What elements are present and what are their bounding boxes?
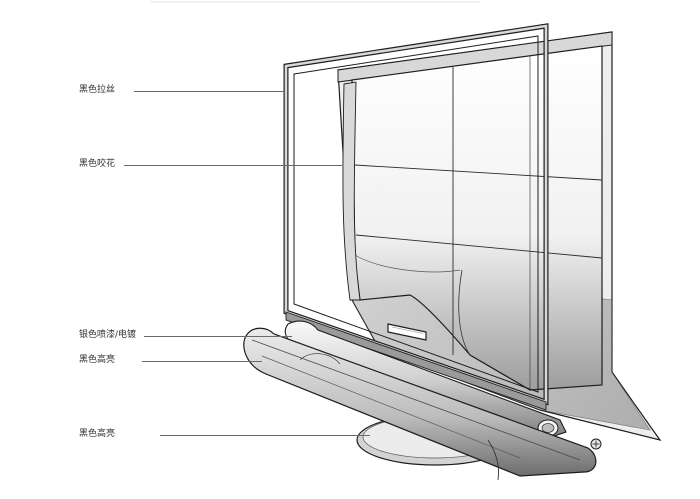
label-glossy-black-2: 黑色高亮: [79, 429, 116, 439]
label-glossy-black-1: 黑色高亮: [79, 355, 116, 365]
leader-line-5: [160, 435, 370, 436]
label-brushed-black: 黑色拉丝: [79, 85, 116, 95]
label-silver-paint-plating: 银色喷漆/电镀: [79, 330, 137, 340]
screw-detail: [590, 438, 602, 450]
leader-line-3: [144, 336, 292, 337]
leader-line-4: [142, 361, 262, 362]
label-textured-black: 黑色咬花: [79, 159, 116, 169]
leader-line-2: [124, 165, 342, 166]
front-base-bar: [243, 327, 597, 481]
front-bezel: [283, 23, 549, 411]
leader-line-1: [134, 91, 284, 92]
screen-panel: [342, 45, 603, 391]
